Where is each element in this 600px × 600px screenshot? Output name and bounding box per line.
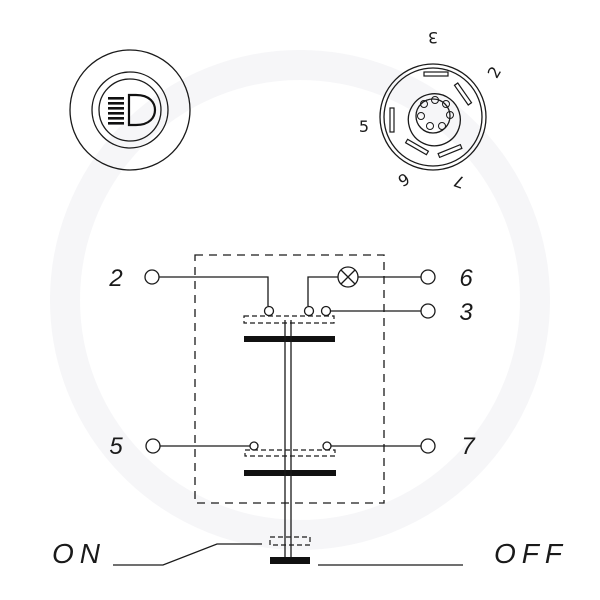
pin-label-6: 6 <box>395 169 413 191</box>
pin-slot-5 <box>389 107 395 133</box>
terminal-7 <box>420 438 436 454</box>
headlamp-icon <box>108 93 157 127</box>
switch-face-symbol <box>69 49 191 171</box>
lower-contact-group: 5 7 <box>109 433 476 476</box>
pin-label-7: 7 <box>451 171 467 192</box>
on-position-line <box>113 543 262 566</box>
terminal-label-7: 7 <box>461 433 476 460</box>
pin-slot-2 <box>453 82 473 106</box>
terminal-label-5: 5 <box>109 433 123 460</box>
terminal-6 <box>420 269 436 285</box>
pin-label-5: 5 <box>359 117 369 136</box>
terminal-5 <box>145 438 161 454</box>
lamp-icon <box>337 266 359 288</box>
actuator-positions: ON OFF <box>52 536 568 569</box>
pin-slot-6 <box>404 138 430 156</box>
terminal-3 <box>420 303 436 319</box>
terminal-label-2: 2 <box>108 265 122 292</box>
pin-slot-7 <box>437 143 463 159</box>
off-label: OFF <box>494 538 568 569</box>
watermark <box>50 50 550 550</box>
switch-housing-outline <box>194 254 385 504</box>
terminal-label-6: 6 <box>459 265 473 292</box>
upper-contact-group: 2 6 3 <box>108 265 473 342</box>
terminal-label-3: 3 <box>459 299 473 326</box>
actuator-shaft <box>284 320 292 562</box>
terminal-2 <box>144 269 160 285</box>
pin-label-3: 3 <box>428 28 438 47</box>
pin-slot-3 <box>423 71 449 77</box>
pin-label-2: 2 <box>484 63 506 81</box>
on-label: ON <box>52 538 106 569</box>
